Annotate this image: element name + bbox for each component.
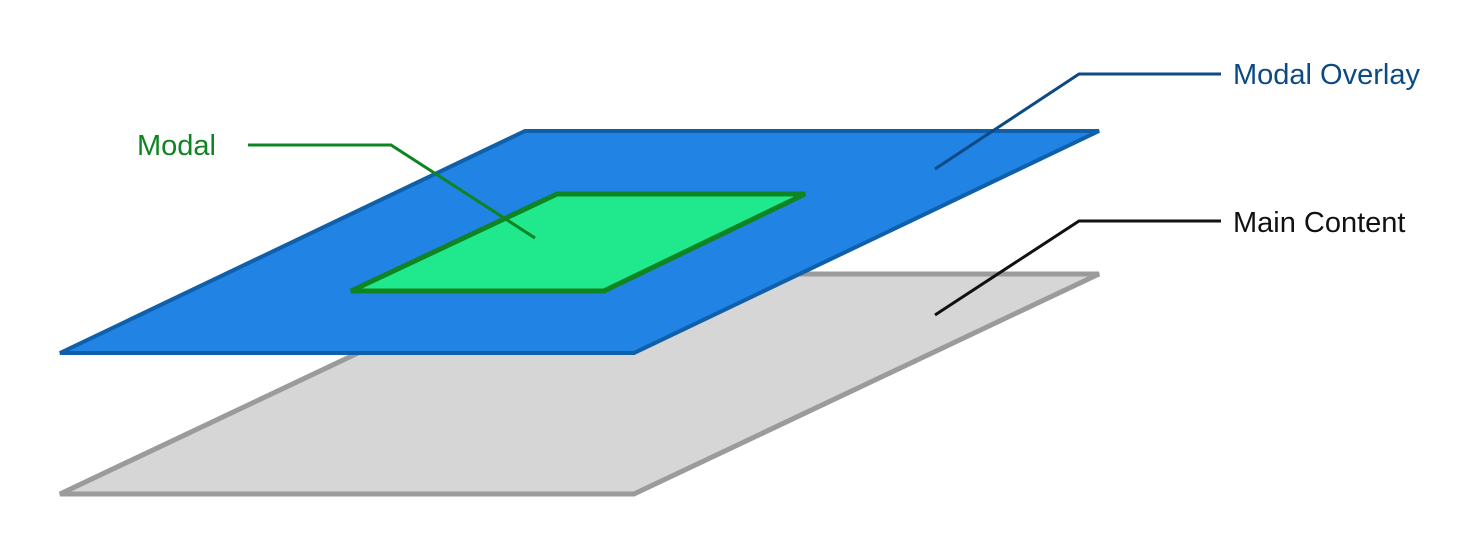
main-content-leader-line: [934, 219, 1221, 317]
modal-label: Modal: [137, 130, 216, 162]
modal-plane: [349, 191, 807, 294]
modal-overlay-leader-line: [934, 72, 1221, 171]
modal-leader-line: [248, 143, 536, 240]
main-content-label: Main Content: [1233, 207, 1406, 239]
modal-overlay-label: Modal Overlay: [1233, 59, 1420, 91]
